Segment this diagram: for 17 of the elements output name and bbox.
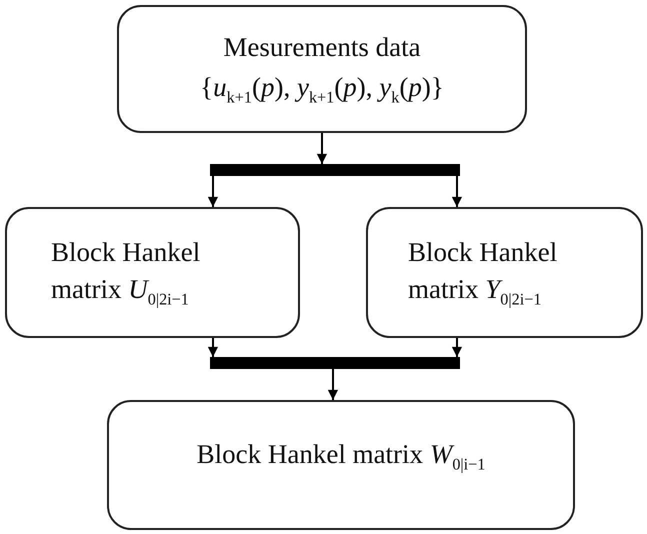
- sync-bar: [210, 357, 460, 369]
- node-text: Block Hankel matrix U$_{0|2i−1}$: [51, 236, 202, 310]
- arrow: [452, 338, 462, 358]
- arrow: [316, 133, 328, 164]
- node-text: {u$_{k+1}$(p), y$_{k+1}$(p), y$_{k}$(p)}: [199, 71, 445, 108]
- arrow: [328, 369, 338, 400]
- node-text: Block Hankel matrix W$_{0|i−1}$: [196, 438, 486, 476]
- arrow: [452, 176, 462, 208]
- process-box: [366, 207, 643, 338]
- arrow: [208, 338, 218, 358]
- sync-bar: [210, 164, 460, 176]
- arrow: [208, 176, 218, 208]
- process-box: [107, 400, 575, 530]
- process-box: [117, 5, 527, 133]
- node-text: Mesurements data: [222, 30, 422, 64]
- process-box: [5, 207, 300, 338]
- node-text: Block Hankel matrix Y$_{0|2i−1}$: [408, 236, 558, 310]
